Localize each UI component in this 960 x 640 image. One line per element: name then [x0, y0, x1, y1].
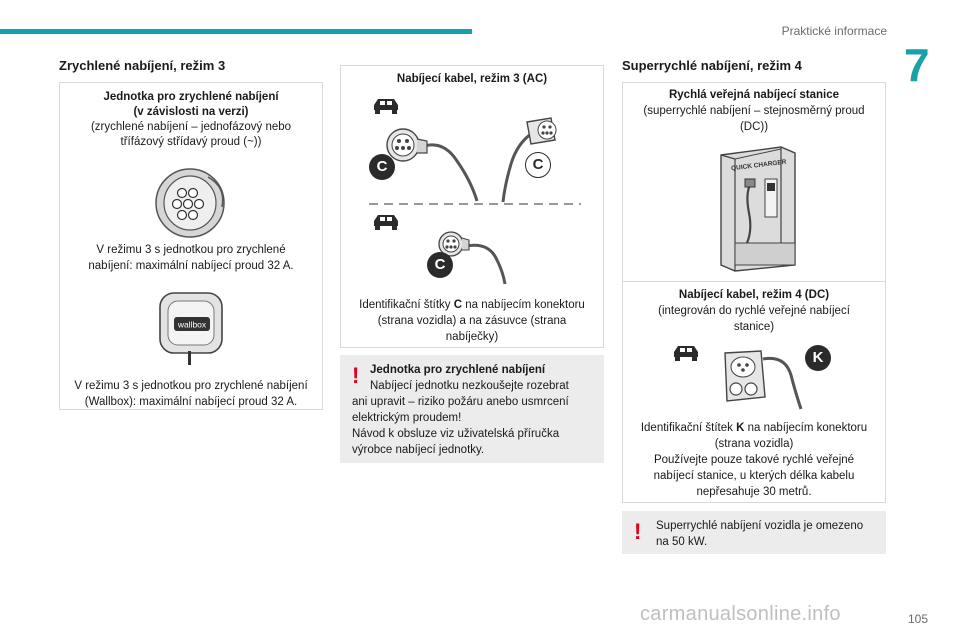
chapter-number: 7 [904, 39, 930, 91]
dc-connector-image [724, 350, 803, 410]
dc-caption-4: nabíjecí stanice, u kterých délka kabelu [653, 470, 855, 482]
mode3-cable-box: Nabíjecí kabel, režim 3 (AC) C C [340, 65, 604, 348]
label-c-bottom: C [427, 252, 453, 278]
dc-caption-bold: K [736, 422, 745, 434]
power-warning-line-1: Superrychlé nabíjení vozidla je omezeno [656, 520, 864, 532]
warning-line-5: výrobce nabíjecí jednotky. [352, 444, 485, 456]
station-heading: Rychlá veřejná nabíjecí stanice [668, 89, 840, 101]
unit-caption-2: nabíjení: maximální nabíjecí proud 32 A. [88, 260, 294, 272]
warning-text: Jednotka pro zrychlené nabíjení Nabíjecí… [352, 362, 596, 458]
watermark: carmanualsonline.info [640, 603, 841, 625]
unit-heading: Jednotka pro zrychlené nabíjení [103, 91, 279, 103]
label-c-vehicle: C [369, 154, 395, 180]
power-warning-text: Superrychlé nabíjení vozidla je omezeno … [656, 518, 878, 550]
wallbox-image: wallbox [159, 292, 223, 365]
dc-cable-heading: Nabíjecí kabel, režim 4 (DC) [678, 289, 830, 301]
unit-desc-1: (zrychlené nabíjení – jednofázový nebo [90, 121, 292, 133]
header-accent-bar [0, 29, 472, 34]
box-divider [623, 281, 885, 282]
cable-caption-pre: Identifikační štítky [359, 299, 454, 311]
dc-caption-5: nepřesahuje 30 metrů. [696, 486, 812, 498]
wallbox-caption-1: V režimu 3 s jednotkou pro zrychlené nab… [74, 380, 308, 392]
charging-socket-image [155, 168, 225, 238]
label-c-charger: C [525, 152, 551, 178]
charger-connector-image [501, 117, 557, 203]
unit-desc-2: třífázový střídavý proud (~)) [120, 136, 262, 148]
mode3-unit-box: Jednotka pro zrychlené nabíjení (v závis… [59, 82, 323, 410]
dc-caption-3: Používejte pouze takové rychlé veřejné [653, 454, 855, 466]
dc-caption-pre: Identifikační štítek [640, 422, 737, 434]
station-desc-1: (superrychlé nabíjení – stejnosměrný pro… [643, 105, 865, 117]
car-icon [374, 99, 398, 114]
cable-caption-2: (strana vozidla) a na zásuvce (strana [377, 315, 567, 327]
vehicle-connector-image [386, 128, 479, 202]
warning-box-unit: ! Jednotka pro zrychlené nabíjení Nabíje… [340, 355, 604, 463]
header-title: Praktické informace [781, 24, 887, 38]
unit-subheading: (v závislosti na verzi) [133, 106, 249, 118]
station-desc-2: (DC)) [739, 121, 769, 133]
dc-cable-desc-1: (integrován do rychlé veřejné nabíjecí [658, 305, 850, 317]
page-number: 105 [907, 612, 928, 626]
warning-line-1: Nabíjecí jednotku nezkoušejte rozebrat [370, 380, 569, 392]
dc-caption-2: (strana vozidla) [714, 438, 794, 450]
cable-caption-bold: C [453, 299, 463, 311]
label-k: K [805, 345, 831, 371]
car-icon [374, 215, 398, 230]
quick-charger-image: QUICK CHARGER [720, 146, 796, 272]
unit-caption-1: V režimu 3 s jednotkou pro zrychlené [96, 244, 286, 256]
vehicle-connector-bottom-image [438, 231, 507, 285]
cable-heading: Nabíjecí kabel, režim 3 (AC) [396, 73, 548, 85]
warning-line-2: ani upravit – riziko požáru anebo usmrce… [352, 396, 569, 408]
section-title-mode3: Zrychlené nabíjení, režim 3 [59, 58, 226, 73]
warning-icon: ! [352, 363, 360, 388]
power-warning-line-2: na 50 kW. [656, 536, 708, 548]
warning-title: Jednotka pro zrychlené nabíjení [370, 364, 546, 376]
mode4-box: Rychlá veřejná nabíjecí stanice (superry… [622, 82, 886, 503]
cable-caption-3: nabíječky) [445, 331, 499, 343]
warning-box-power: ! Superrychlé nabíjení vozidla je omezen… [622, 511, 886, 554]
car-icon [674, 346, 698, 361]
dashed-separator [369, 203, 581, 205]
wallbox-logo: wallbox [177, 320, 207, 330]
warning-line-4: Návod k obsluze viz uživatelská příručka [352, 428, 560, 440]
warning-icon: ! [634, 519, 642, 544]
dc-caption-1: Identifikační štítek K na nabíjecím kone… [623, 421, 885, 437]
section-title-mode4: Superrychlé nabíjení, režim 4 [622, 58, 802, 73]
dc-cable-desc-2: stanice) [733, 321, 775, 333]
cable-caption-1: Identifikační štítky C na nabíjecím kone… [341, 298, 603, 314]
wallbox-caption-2: (Wallbox): maximální nabíjecí proud 32 A… [84, 396, 298, 408]
dc-caption-post: na nabíjecím konektoru [744, 422, 868, 434]
cable-caption-post: na nabíjecím konektoru [462, 299, 585, 311]
warning-line-3: elektrickým proudem! [352, 412, 462, 424]
